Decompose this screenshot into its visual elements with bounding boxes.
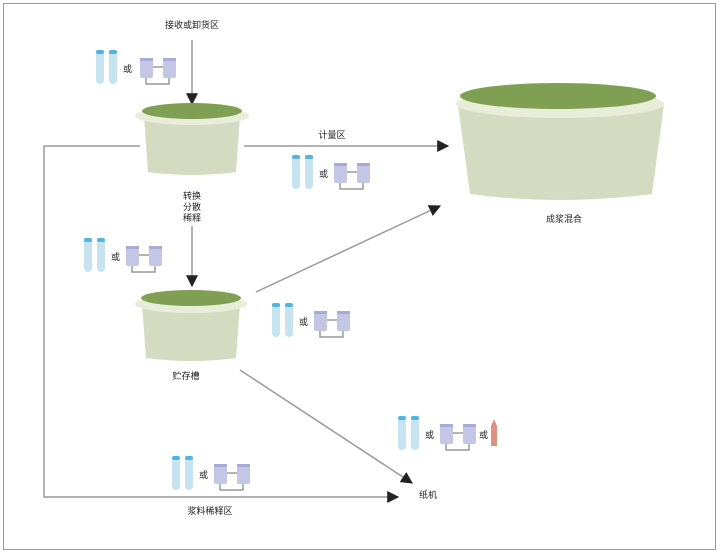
- test-tube-icon: [272, 303, 293, 337]
- or-label: 或: [123, 63, 132, 75]
- or-label: 或: [199, 469, 208, 481]
- or-label: 或: [479, 429, 488, 441]
- beaker-pair-icon: [439, 423, 477, 451]
- or-label: 或: [319, 168, 328, 180]
- test-tube-icon: [84, 238, 105, 272]
- icon-group-storage: 或: [272, 303, 351, 338]
- icon-group-receiving: 或: [96, 50, 177, 85]
- label-storage-tank: 贮存槽: [172, 370, 199, 382]
- label-conversion-3: 稀释: [183, 212, 201, 224]
- or-label: 或: [111, 251, 120, 263]
- label-receiving-zone: 接收或卸货区: [165, 19, 219, 31]
- line-bypass-left: [43, 145, 400, 503]
- or-label: 或: [299, 316, 308, 328]
- beaker-pair-icon: [213, 463, 251, 491]
- label-slurry-dilution-zone: 浆料稀释区: [187, 505, 232, 517]
- icon-group-machine: 或 或: [398, 416, 497, 451]
- arrow-storage-to-mixing: [255, 205, 442, 293]
- mixing-tank: [456, 83, 664, 200]
- beaker-pair-icon: [139, 57, 177, 85]
- receiving-tank: [135, 103, 249, 175]
- beaker-pair-icon: [125, 245, 163, 273]
- label-conversion-1: 转换: [183, 190, 201, 202]
- beaker-pair-icon: [313, 310, 351, 338]
- icon-group-dilution: 或: [172, 456, 251, 491]
- icon-group-metering: 或: [292, 155, 371, 190]
- storage-tank: [135, 290, 247, 361]
- arrow-storage-to-machine: [239, 369, 414, 484]
- test-tube-icon: [292, 155, 313, 189]
- diagram-frame: [3, 3, 716, 550]
- or-label: 或: [425, 429, 434, 441]
- test-tube-icon: [96, 50, 117, 84]
- beaker-pair-icon: [333, 162, 371, 190]
- icon-group-conversion: 或: [84, 238, 163, 273]
- label-stock-mixing: 成浆混合: [546, 213, 582, 225]
- pencil-icon: [491, 419, 497, 446]
- label-conversion-2: 分散: [183, 201, 201, 213]
- label-metering-zone: 计量区: [318, 129, 345, 141]
- label-paper-machine: 纸机: [419, 489, 437, 501]
- test-tube-icon: [172, 456, 193, 490]
- test-tube-icon: [398, 416, 419, 450]
